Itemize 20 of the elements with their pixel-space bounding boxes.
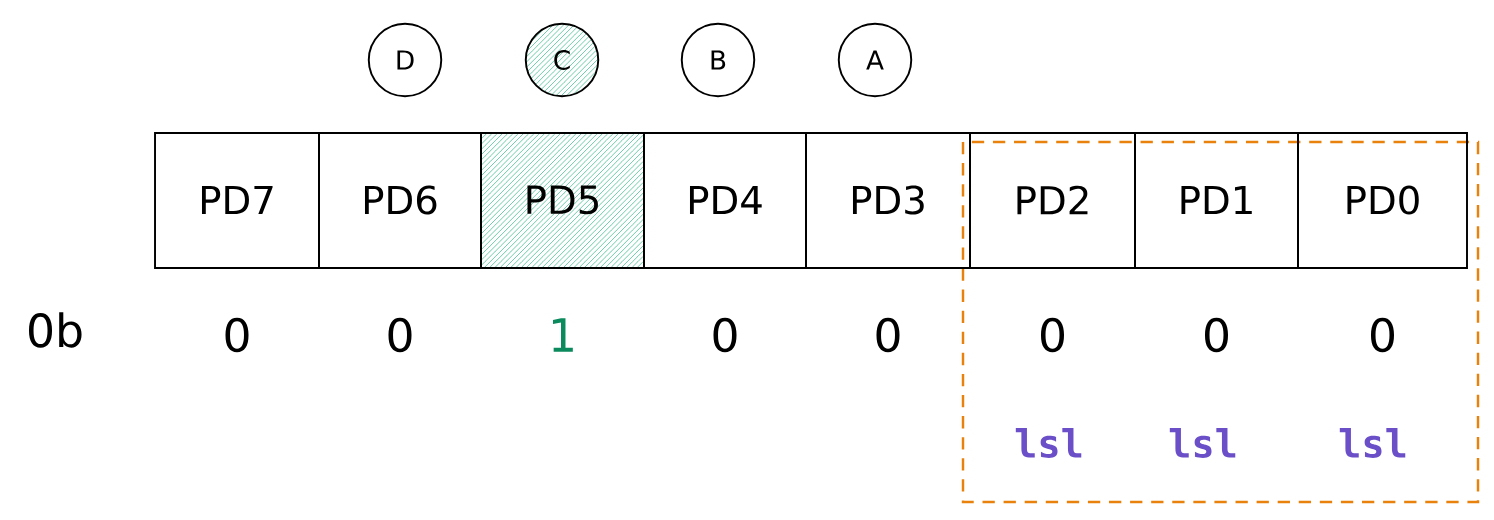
register-cell: PD4: [643, 132, 807, 269]
register-cell: PD7: [154, 132, 320, 269]
bit-value: 1: [553, 318, 573, 352]
bit-value: 0: [225, 317, 249, 353]
register-cell: PD0: [1297, 132, 1468, 269]
register-cell: PD3: [805, 132, 971, 269]
bit-value: 0: [388, 317, 412, 353]
prefix-label: 0b: [29, 312, 82, 348]
shift-label: lsl: [1169, 428, 1236, 458]
shift-label: lsl: [1015, 428, 1082, 458]
shift-label: lsl: [1339, 428, 1406, 458]
register-cell: PD2: [969, 132, 1136, 269]
bit-value: 0: [876, 317, 900, 353]
register-cell: PD1: [1134, 132, 1299, 269]
bit-value: 0: [713, 317, 737, 353]
register-cell: PD5: [480, 132, 645, 269]
bit-value: 0: [1370, 317, 1394, 353]
register-cell: PD6: [318, 132, 482, 269]
bit-value: 0: [1041, 317, 1064, 353]
bit-value: 0: [1205, 317, 1228, 353]
